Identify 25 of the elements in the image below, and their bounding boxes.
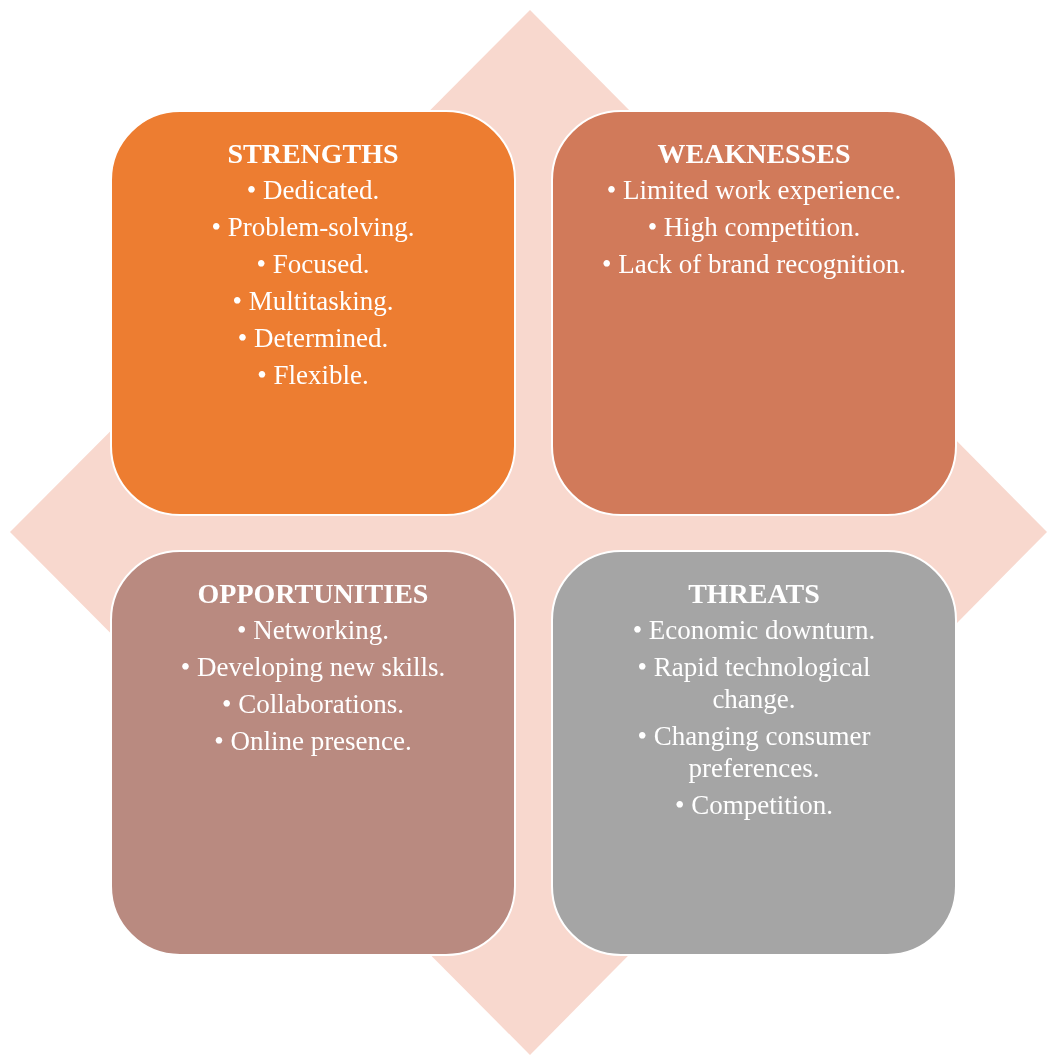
weaknesses-box (551, 110, 957, 516)
bullet-item: • Lack of brand recognition. (600, 248, 908, 280)
quadrant-heading: OPPORTUNITIES (197, 578, 429, 610)
quadrant-heading: WEAKNESSES (657, 138, 851, 170)
bullet-item: • Economic downturn. (631, 614, 877, 646)
bullet-item: • Focused. (255, 248, 371, 280)
strengths-box (110, 110, 516, 516)
bullet-item: • Determined. (236, 322, 390, 354)
bullet-item: • Collaborations. (221, 688, 405, 720)
bullet-item: • Changing consumer preferences. (636, 720, 872, 784)
bullet-item: • Competition. (674, 789, 834, 821)
quadrant-heading: STRENGTHS (227, 138, 399, 170)
bullet-item: • Online presence. (213, 725, 413, 757)
bullet-item: • Multitasking. (231, 285, 395, 317)
bullet-item: • Developing new skills. (179, 651, 447, 683)
bullet-item: • Rapid technological change. (636, 651, 872, 715)
bullet-item: • Problem-solving. (210, 211, 416, 243)
bullet-item: • Limited work experience. (605, 174, 903, 206)
threats-box (551, 550, 957, 956)
opportunities-box (110, 550, 516, 956)
bullet-item: • Flexible. (256, 359, 370, 391)
bullet-item: • High competition. (646, 211, 862, 243)
bullet-item: • Networking. (236, 614, 390, 646)
bullet-item: • Dedicated. (245, 174, 381, 206)
quadrant-heading: THREATS (688, 578, 820, 610)
